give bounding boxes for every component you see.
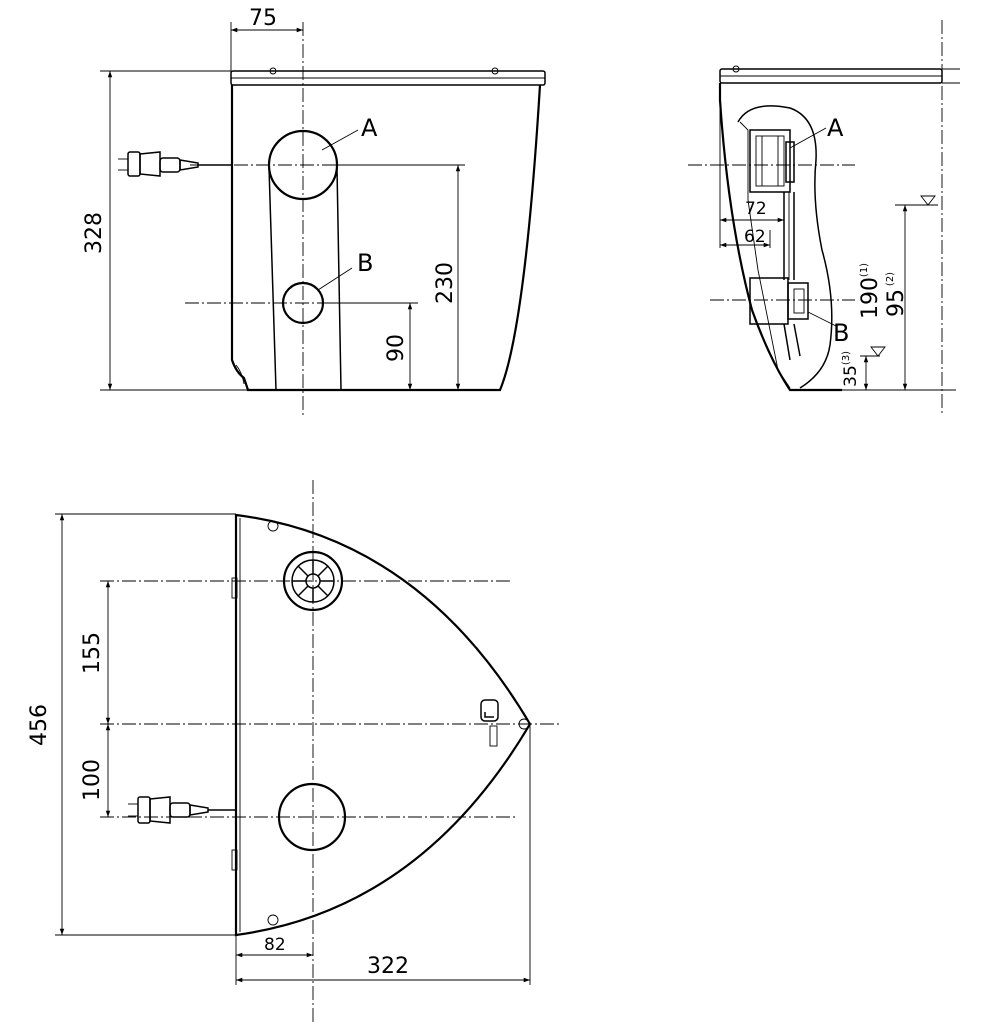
label-a-front: A: [361, 114, 378, 142]
side-view: 72 62 190 (1) 95 (2) 35 (3) A B: [688, 20, 960, 415]
note-190: (1): [859, 263, 870, 277]
dim-328: 328: [82, 212, 107, 254]
side-cutaway: [737, 105, 833, 389]
side-inlet-a: [749, 129, 795, 193]
dim-90: 90: [384, 334, 409, 362]
top-body: [234, 513, 532, 937]
dim-456: 456: [27, 704, 52, 746]
top-power-plug: [128, 796, 236, 824]
note-95: (2): [885, 272, 896, 286]
top-view: 456 155 100 82 322: [27, 480, 560, 1024]
front-view: 75 328 230 90 A B: [82, 6, 546, 415]
dim-62: 62: [744, 227, 766, 247]
dim-95: 95: [884, 289, 909, 317]
label-b-side: B: [833, 319, 849, 347]
note-35: (3): [841, 351, 852, 365]
dim-155: 155: [80, 632, 105, 674]
side-outlet-b: [749, 277, 809, 361]
brand-logo-icon: [480, 699, 499, 747]
dim-72: 72: [745, 199, 767, 219]
dim-230: 230: [433, 262, 458, 304]
dim-35: 35: [841, 365, 861, 387]
dim-190: 190: [858, 277, 883, 319]
label-b-front: B: [357, 249, 373, 277]
front-power-plug: [118, 151, 232, 177]
dim-100: 100: [80, 759, 105, 801]
dim-82: 82: [264, 935, 286, 955]
dim-75: 75: [249, 6, 277, 31]
label-a-side: A: [827, 114, 844, 142]
front-body: [230, 84, 542, 392]
dim-322: 322: [367, 954, 409, 979]
